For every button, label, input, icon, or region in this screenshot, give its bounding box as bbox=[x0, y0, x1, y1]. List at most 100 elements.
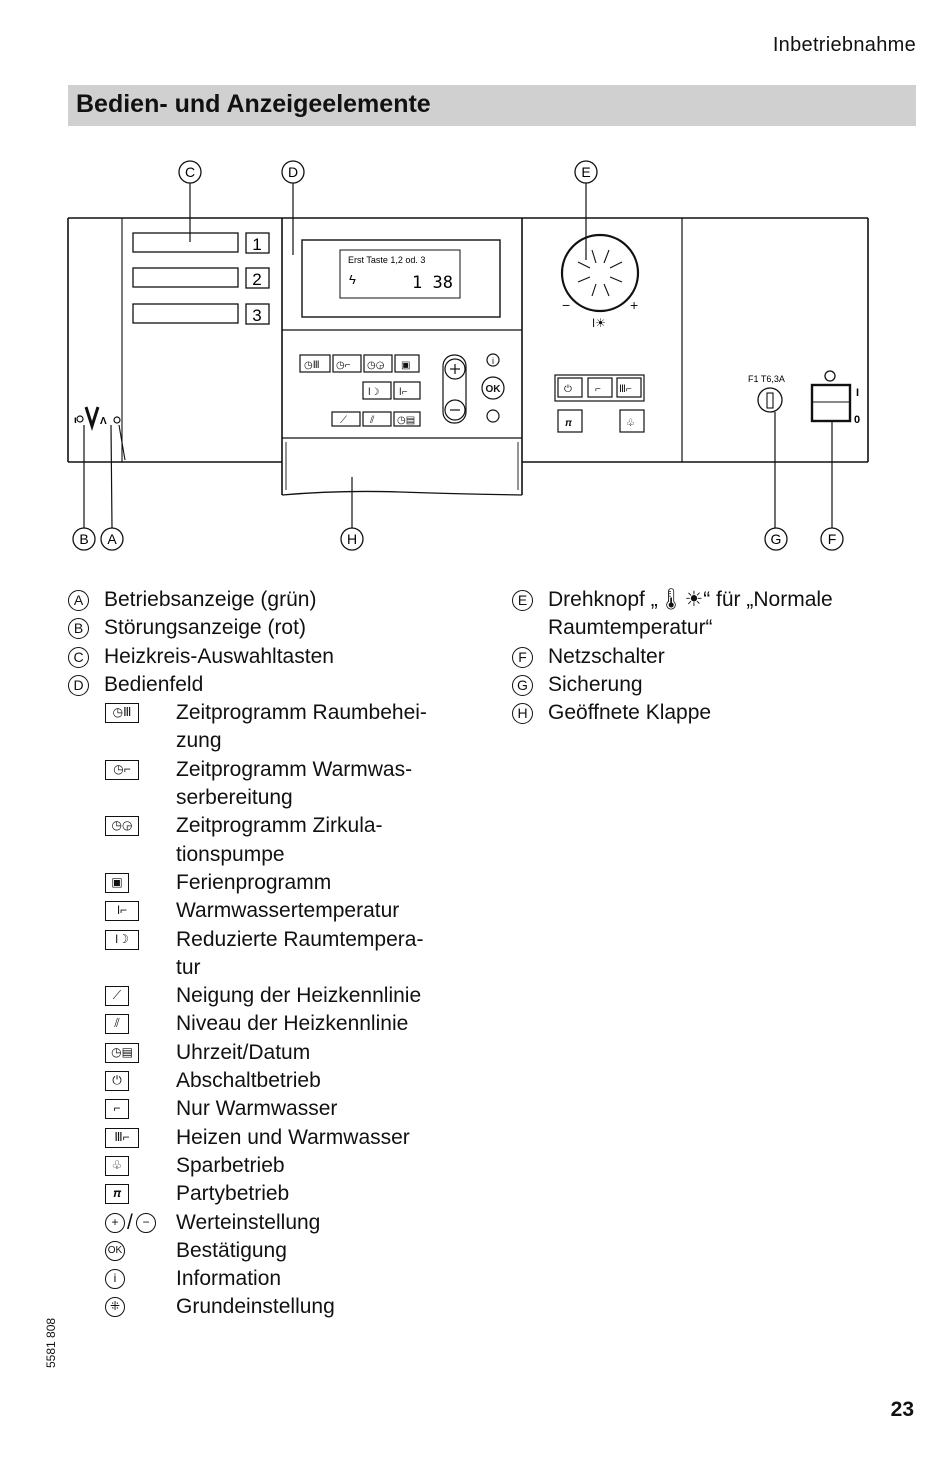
power-icon: ⏻ bbox=[105, 1071, 129, 1092]
symbol-reset: ⁜Grundeinstellung bbox=[68, 1293, 498, 1321]
document-number: 5581 808 bbox=[44, 1317, 58, 1368]
svg-text:F1 T6,3A: F1 T6,3A bbox=[748, 374, 785, 384]
svg-text:−: − bbox=[562, 297, 570, 313]
svg-text:1 38: 1 38 bbox=[412, 273, 453, 293]
symbol-thermo-tap: ǀ⌐Warmwassertemperatur bbox=[68, 897, 498, 925]
panel-frame bbox=[67, 217, 869, 496]
glasses-icon: 𝝅 bbox=[105, 1184, 129, 1205]
callout-h: H bbox=[340, 527, 364, 551]
svg-text:1: 1 bbox=[252, 235, 261, 254]
callout-g: G bbox=[764, 527, 788, 551]
dhw-only-button[interactable] bbox=[587, 377, 613, 398]
suitcase-icon: ▣ bbox=[105, 872, 129, 893]
section-header: Inbetriebnahme bbox=[772, 34, 916, 56]
svg-text:▣: ▣ bbox=[401, 360, 410, 371]
symbol-tap: ⌐Nur Warmwasser bbox=[68, 1095, 498, 1123]
symbol-clock-pump-cont: tionspumpe bbox=[176, 842, 285, 866]
legend-item-e-cont: Raumtemperatur“ bbox=[548, 616, 713, 640]
clock-pump-button[interactable] bbox=[363, 354, 393, 373]
circuit-keys: 1 2 3 bbox=[132, 232, 270, 325]
symbol-plus-minus: + / − Werteinstellung bbox=[68, 1209, 498, 1237]
level-icon: ⫽ bbox=[105, 1014, 129, 1035]
circuit-key-1[interactable] bbox=[132, 232, 239, 253]
callout-c: C bbox=[178, 160, 202, 242]
symbol-clock-pump: ◷◶Zeitprogramm Zirkula- bbox=[68, 812, 498, 840]
mains-switch[interactable]: I 0 bbox=[810, 370, 860, 528]
svg-text:⏻: ⏻ bbox=[564, 384, 572, 395]
callout-d: D bbox=[281, 160, 305, 255]
economy-button[interactable] bbox=[619, 409, 645, 433]
svg-text:𝝅: 𝝅 bbox=[565, 418, 572, 429]
svg-text:ι: ι bbox=[74, 415, 77, 426]
operating-button-glyphs: ◷Ⅲ◷⌐◷◶ ▣ǀ☽ǀ⌐ ⟋⫽◷▤ i OK bbox=[304, 356, 501, 426]
symbol-level: ⫽Niveau der Heizkennlinie bbox=[68, 1010, 498, 1038]
tap-icon: ⌐ bbox=[105, 1099, 129, 1120]
symbol-clock-tap: ◷⌐Zeitprogramm Warmwas- bbox=[68, 756, 498, 784]
svg-text:◷◶: ◷◶ bbox=[367, 360, 385, 371]
mode-button-glyphs: ⏻ ⌐ Ⅲ⌐ 𝝅 ♧ bbox=[564, 384, 635, 429]
dhw-temp-button[interactable] bbox=[393, 381, 421, 400]
rotary-knob[interactable]: − + ǀ☀ bbox=[560, 233, 640, 330]
info-icon: i bbox=[105, 1269, 125, 1290]
svg-text:A: A bbox=[107, 531, 117, 547]
svg-text:♧: ♧ bbox=[626, 418, 635, 429]
svg-text:3: 3 bbox=[252, 306, 261, 325]
page-number: 23 bbox=[890, 1398, 914, 1421]
clock-tap-button[interactable] bbox=[332, 354, 362, 373]
holiday-button[interactable] bbox=[394, 354, 420, 373]
date-time-button[interactable] bbox=[393, 411, 421, 427]
minus-icon: − bbox=[136, 1212, 156, 1233]
svg-text:ǀ☽: ǀ☽ bbox=[368, 387, 380, 398]
clock-radiator-icon: ◷Ⅲ bbox=[105, 703, 139, 724]
reset-button[interactable] bbox=[486, 409, 500, 423]
reset-icon: ⁜ bbox=[105, 1297, 125, 1318]
circuit-key-3[interactable] bbox=[132, 303, 239, 324]
svg-text:◷▤: ◷▤ bbox=[397, 415, 415, 426]
info-button[interactable] bbox=[486, 353, 500, 367]
page-title: Bedien- und Anzeigeelemente bbox=[76, 90, 431, 118]
minus-button[interactable] bbox=[444, 399, 466, 421]
heating-dhw-button[interactable] bbox=[616, 377, 642, 398]
svg-text:I: I bbox=[856, 387, 859, 399]
symbol-radiator-tap: Ⅲ⌐Heizen und Warmwasser bbox=[68, 1124, 498, 1152]
callout-f: F bbox=[820, 527, 844, 551]
plus-icon: + bbox=[105, 1212, 125, 1233]
slope-icon: ⟋ bbox=[105, 986, 129, 1007]
symbol-piggy-bank: ♧Sparbetrieb bbox=[68, 1152, 498, 1180]
clock-tap-icon: ◷⌐ bbox=[105, 759, 139, 780]
slope-button[interactable] bbox=[331, 411, 361, 427]
ok-button[interactable] bbox=[481, 376, 505, 400]
reduced-temp-button[interactable] bbox=[362, 381, 392, 400]
svg-text:0: 0 bbox=[854, 414, 860, 426]
svg-text:G: G bbox=[771, 531, 782, 547]
svg-text:⟋: ⟋ bbox=[340, 415, 347, 426]
plus-button[interactable] bbox=[444, 358, 466, 380]
svg-text:ϟ: ϟ bbox=[349, 272, 356, 287]
svg-text:2: 2 bbox=[252, 270, 261, 289]
ok-icon: OK bbox=[105, 1240, 125, 1261]
svg-text:D: D bbox=[288, 164, 298, 180]
svg-text:⌐: ⌐ bbox=[595, 384, 601, 395]
svg-text:OK: OK bbox=[486, 384, 502, 395]
svg-text:i: i bbox=[492, 356, 494, 366]
svg-text:Ⅲ⌐: Ⅲ⌐ bbox=[619, 384, 632, 395]
operating-buttons bbox=[299, 353, 505, 427]
level-button[interactable] bbox=[362, 411, 392, 427]
party-button[interactable] bbox=[557, 409, 583, 433]
svg-text:Erst Taste 1,2 od. 3: Erst Taste 1,2 od. 3 bbox=[348, 255, 425, 265]
control-panel-diagram: C D E 1 2 3 bbox=[67, 160, 869, 551]
standby-button[interactable] bbox=[557, 377, 583, 398]
clock-radiator-button[interactable] bbox=[299, 354, 331, 373]
circuit-key-2[interactable] bbox=[132, 267, 239, 288]
callout-a: A bbox=[100, 527, 124, 551]
thermo-tap-icon: ǀ⌐ bbox=[105, 901, 139, 922]
